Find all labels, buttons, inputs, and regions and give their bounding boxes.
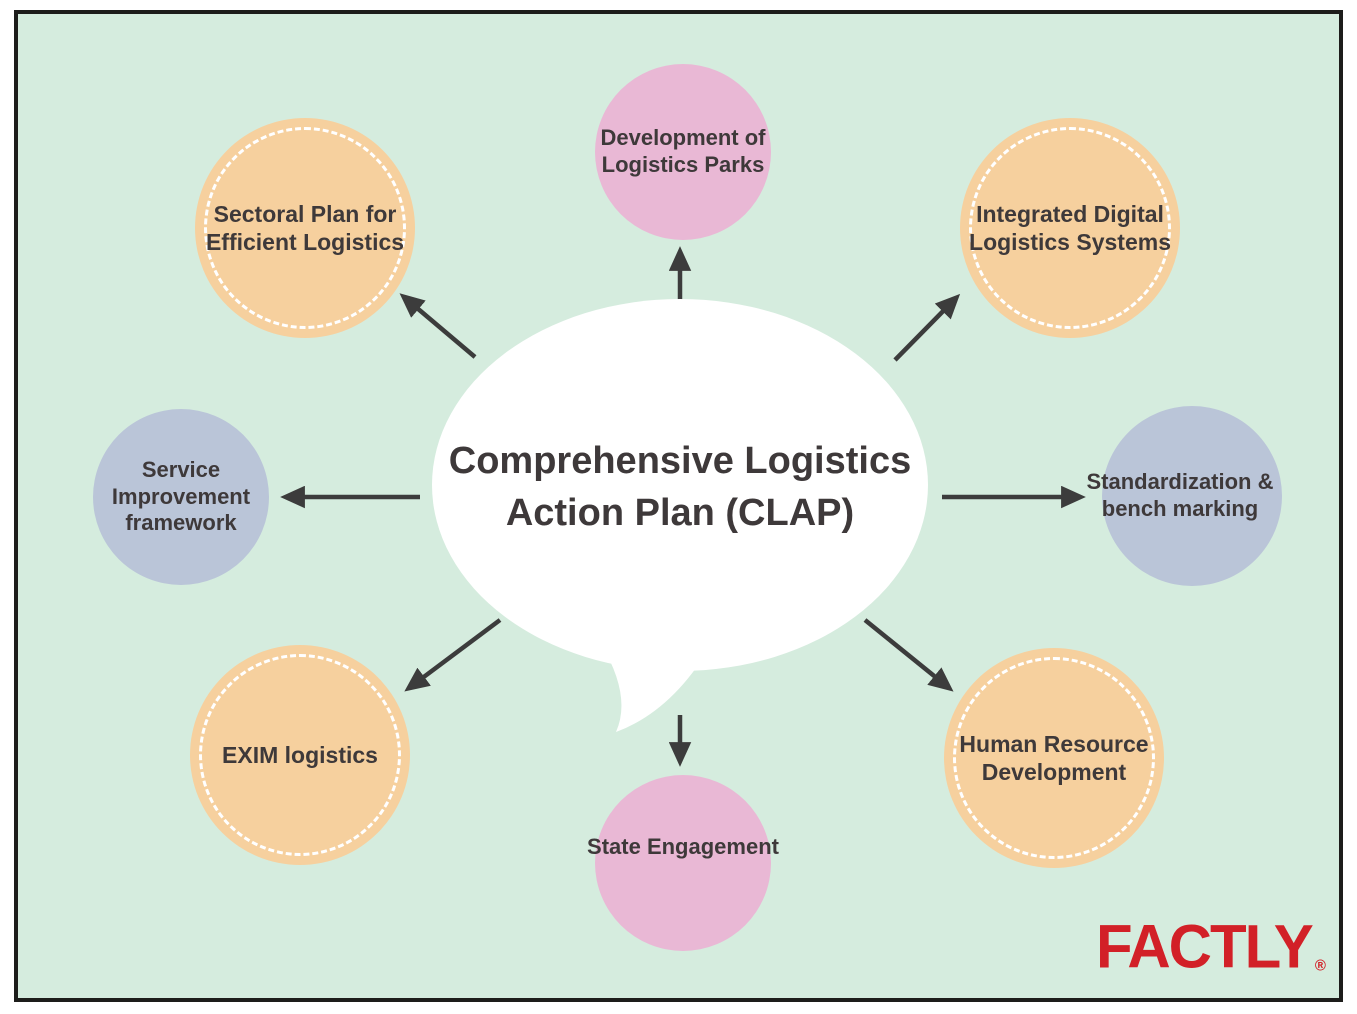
node-label: EXIM logistics (222, 741, 378, 768)
node-integrated-digital-logistics-systems: Integrated Digital Logistics Systems (960, 118, 1180, 338)
arrow-to-integrated-digital-logistics (893, 293, 961, 362)
arrows-layer (280, 246, 1086, 767)
factly-logo-text: FACTLY (1096, 912, 1314, 981)
node-label: State Engagement (587, 833, 779, 859)
node-label: Standardization & bench marking (1086, 469, 1274, 521)
diagram-canvas: Comprehensive Logistics Action Plan (CLA… (14, 10, 1343, 1002)
node-standardization-and-bench-marking: Standardization & bench marking (1086, 406, 1282, 586)
arrow-to-sectoral-plan (399, 293, 477, 359)
center-title-line-2: Action Plan (CLAP) (505, 492, 855, 535)
center-title: Comprehensive Logistics Action Plan (CLA… (430, 435, 930, 540)
factly-logo: FACTLY ® (1096, 916, 1326, 977)
node-human-resource-development: Human Resource Development (944, 648, 1164, 868)
node-label: Development of Logistics Parks (600, 125, 766, 177)
arrow-to-exim-logistics (404, 618, 502, 692)
speech-bubble (432, 299, 928, 671)
node-exim-logistics: EXIM logistics (190, 645, 410, 865)
node-state-engagement: State Engagement (587, 775, 779, 951)
node-label: Integrated Digital Logistics Systems (969, 200, 1171, 255)
node-service-improvement-framework: Service Improvement framework (93, 409, 269, 585)
registered-mark: ® (1314, 957, 1326, 975)
node-sectoral-plan-for-efficient-logistics: Sectoral Plan for Efficient Logistics (195, 118, 415, 338)
node-label: Human Resource Development (959, 730, 1149, 785)
arrow-to-human-resource-development (863, 618, 954, 692)
node-development-of-logistics-parks: Development of Logistics Parks (595, 64, 771, 240)
node-label: Sectoral Plan for Efficient Logistics (205, 200, 405, 255)
node-label: Service Improvement framework (111, 456, 251, 536)
center-title-line-1: Comprehensive Logistics (448, 440, 912, 482)
